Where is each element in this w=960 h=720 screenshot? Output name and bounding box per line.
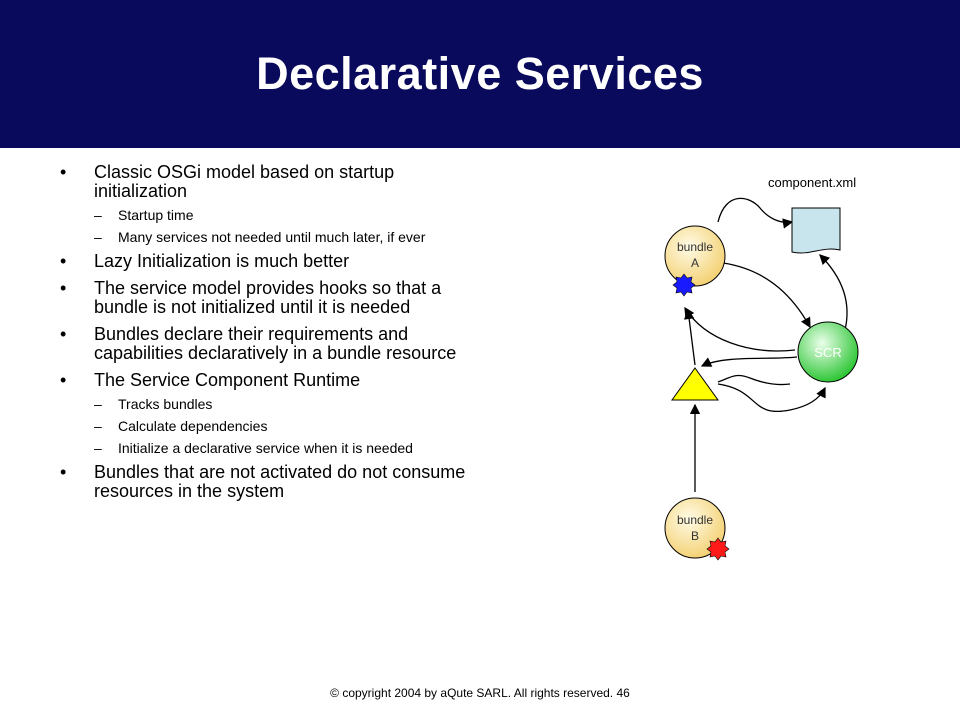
bullet-list-container: • Classic OSGi model based on startup ini… (60, 163, 470, 509)
dash-glyph: – (94, 418, 102, 434)
scr-label: SCR (814, 345, 841, 360)
arrow-triangle-to-scr (717, 383, 826, 412)
dash-glyph: – (94, 440, 102, 456)
osgi-diagram: component.xml bundle A SCR bundle B (664, 175, 859, 561)
arrow-scr-to-triangle (700, 356, 798, 367)
sub-bullet-text: Tracks bundles (118, 396, 213, 412)
arrow-triangle-to-a (683, 308, 696, 366)
bundle-a-circle (664, 225, 726, 287)
service-triangle (671, 367, 719, 401)
sub-bullet-item: –Initialize a declarative service when i… (94, 441, 470, 455)
bullet-text: Bundles that are not activated do not co… (94, 462, 466, 501)
bullet-text: The Service Component Runtime (94, 370, 361, 390)
arrow-scr-to-file (819, 254, 848, 331)
bullet-glyph: • (60, 370, 67, 390)
component-xml-label: component.xml (768, 175, 856, 190)
bullet-item: • Bundles that are not activated do not c… (60, 463, 470, 501)
bullet-glyph: • (60, 462, 67, 482)
bullet-item: •The Service Component Runtime–Tracks bu… (60, 370, 470, 456)
sub-bullet-text: Initialize a declarative service when it… (118, 440, 413, 456)
bullet-item: • Lazy Initialization is much better (60, 252, 470, 271)
active-star-icon (672, 273, 696, 297)
scr-circle (797, 321, 859, 383)
bundle-b-label-line1: bundle (677, 513, 713, 527)
sub-bullet-text: Startup time (118, 207, 194, 223)
bullet-text: Lazy Initialization is much better (94, 251, 350, 271)
arrow-scr-to-a (684, 306, 796, 352)
sub-bullet-list: –Tracks bundles–Calculate dependencies–I… (94, 397, 470, 455)
bullet-item: • Bundles declare their requirements and … (60, 325, 470, 363)
bullet-text: Bundles declare their requirements and c… (94, 324, 457, 363)
slide-title: Declarative Services (256, 48, 704, 99)
bullet-text: The service model provides hooks so that… (94, 278, 442, 317)
bullet-item: • The service model provides hooks so tha… (60, 279, 470, 317)
sub-bullet-item: –Many services not needed until much lat… (94, 230, 470, 244)
sub-bullet-text: Many services not needed until much late… (118, 229, 426, 245)
sub-bullet-item: –Tracks bundles (94, 397, 470, 411)
bundle-a-label-line2: A (691, 256, 699, 270)
title-bar (0, 0, 960, 148)
sub-bullet-item: –Calculate dependencies (94, 419, 470, 433)
footer-copyright: © copyright 2004 by aQute SARL. All righ… (330, 686, 630, 700)
sub-bullet-list: –Startup time–Many services not needed u… (94, 208, 470, 244)
dash-glyph: – (94, 396, 102, 412)
inactive-star-icon (706, 537, 730, 561)
bundle-b-circle (664, 497, 726, 559)
bullet-item: • Classic OSGi model based on startup ini… (60, 162, 470, 245)
bullet-glyph: • (60, 162, 67, 182)
sub-bullet-text: Calculate dependencies (118, 418, 268, 434)
bullet-glyph: • (60, 251, 67, 271)
line-triangle-corner (717, 374, 791, 386)
bullet-text: Classic OSGi model based on startup init… (94, 162, 395, 201)
bundle-a-label-line1: bundle (677, 240, 713, 254)
bullet-glyph: • (60, 324, 67, 344)
dash-glyph: – (94, 229, 102, 245)
component-xml-file-icon (791, 207, 841, 254)
arrow-a-to-file (717, 197, 794, 229)
bundle-b-label-line2: B (691, 529, 699, 543)
bullet-list: • Classic OSGi model based on startup ini… (60, 163, 470, 501)
sub-bullet-item: –Startup time (94, 208, 470, 222)
bullet-glyph: • (60, 278, 67, 298)
dash-glyph: – (94, 207, 102, 223)
arrow-a-to-scr (722, 262, 811, 329)
